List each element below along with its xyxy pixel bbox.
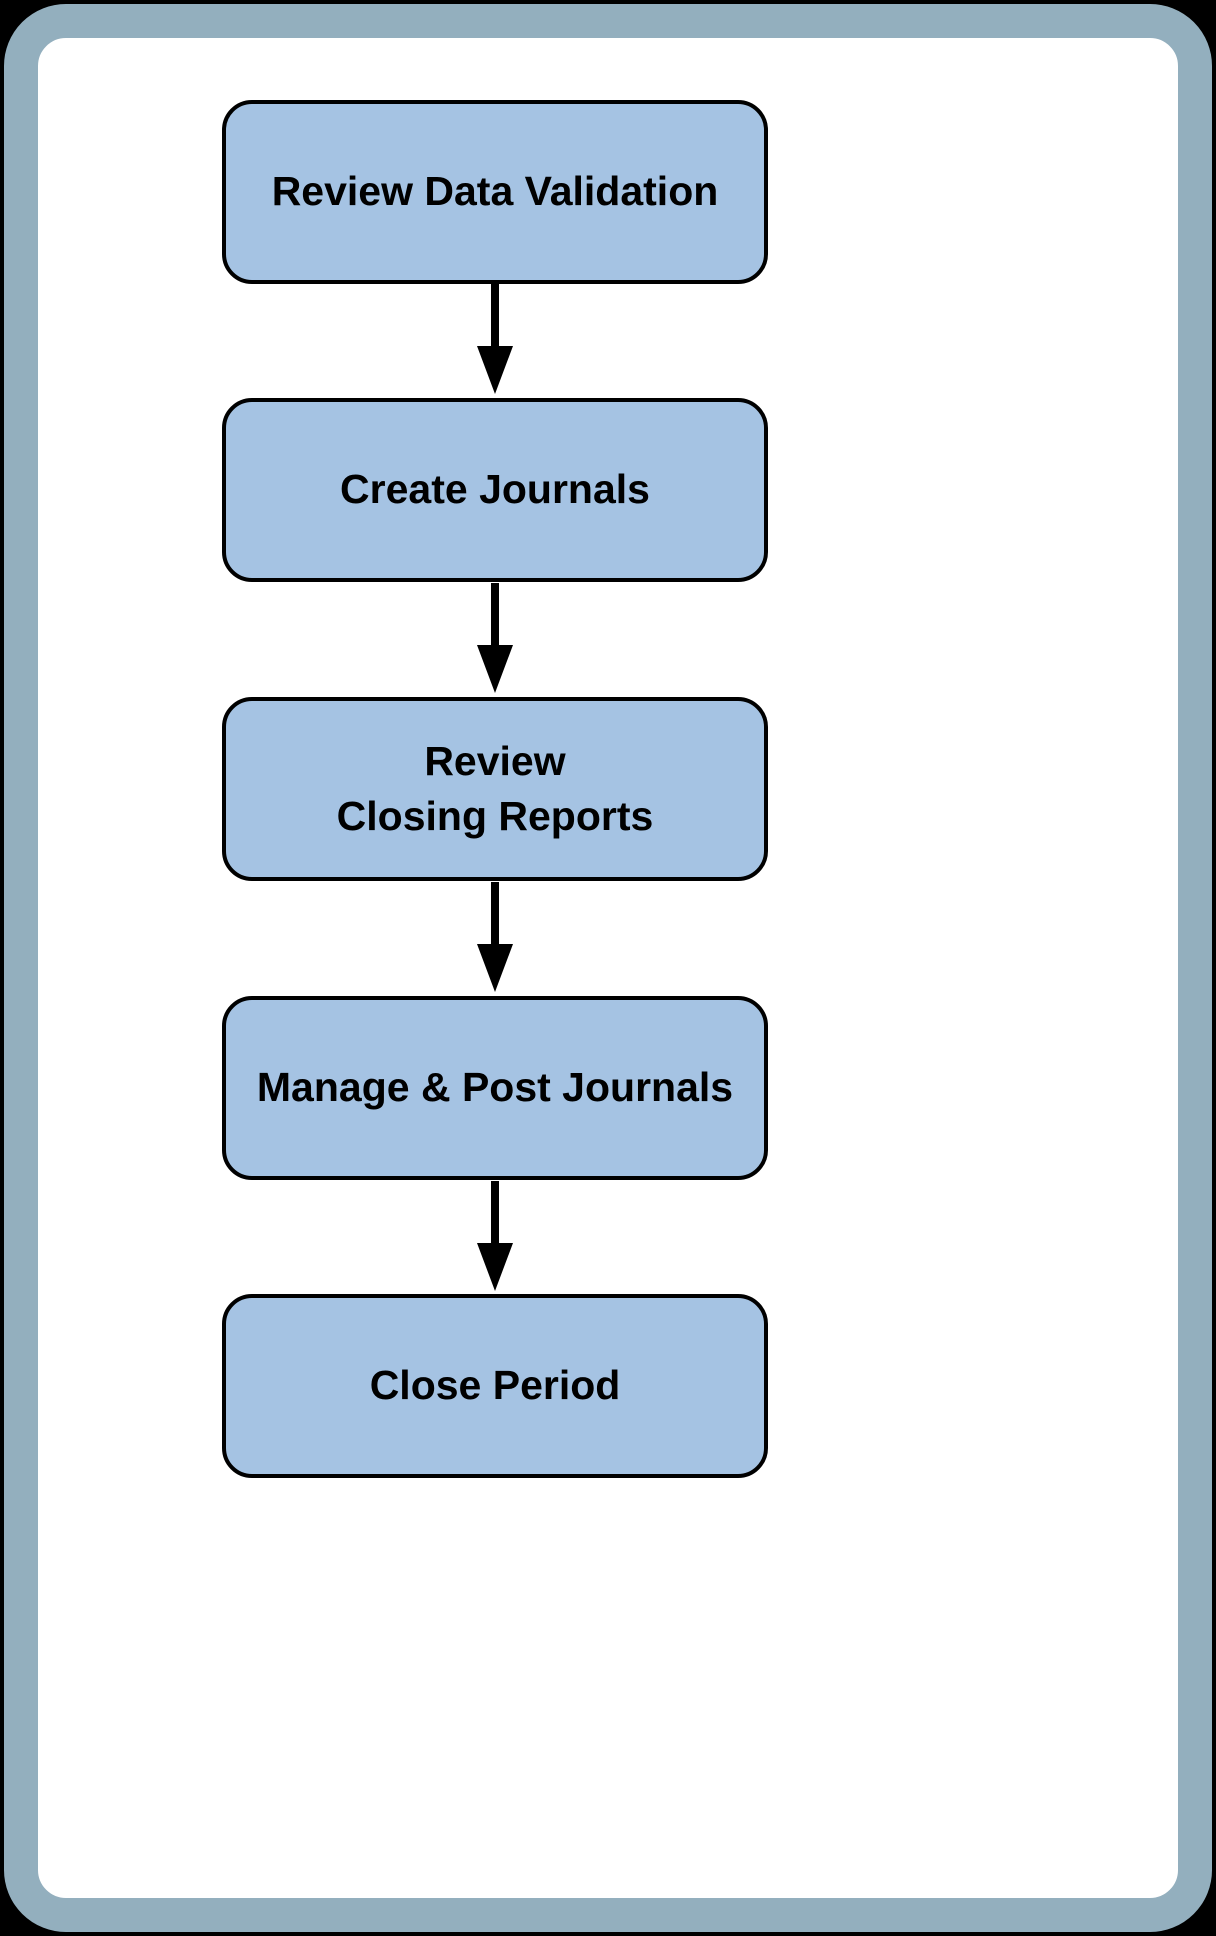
flow-node-label: Review Closing Reports [336,737,654,839]
down-arrow-icon [471,583,519,697]
flow-node-label: Review Data Validation [271,168,719,215]
flow-node-label: Manage & Post Journals [256,1064,734,1111]
flow-node-create-journals[interactable]: Create Journals [222,398,768,582]
down-arrow-icon [471,1181,519,1295]
flow-node-review-closing-reports[interactable]: Review Closing Reports [222,697,768,881]
flow-node-review-data-validation[interactable]: Review Data Validation [222,100,768,284]
flow-node-label: Create Journals [340,466,650,513]
flow-node-label: Close Period [369,1362,621,1409]
flow-node-manage-post-journals[interactable]: Manage & Post Journals [222,996,768,1180]
outer-frame [4,4,1212,1932]
down-arrow-icon [471,284,519,398]
flow-node-close-period[interactable]: Close Period [222,1294,768,1478]
down-arrow-icon [471,882,519,996]
